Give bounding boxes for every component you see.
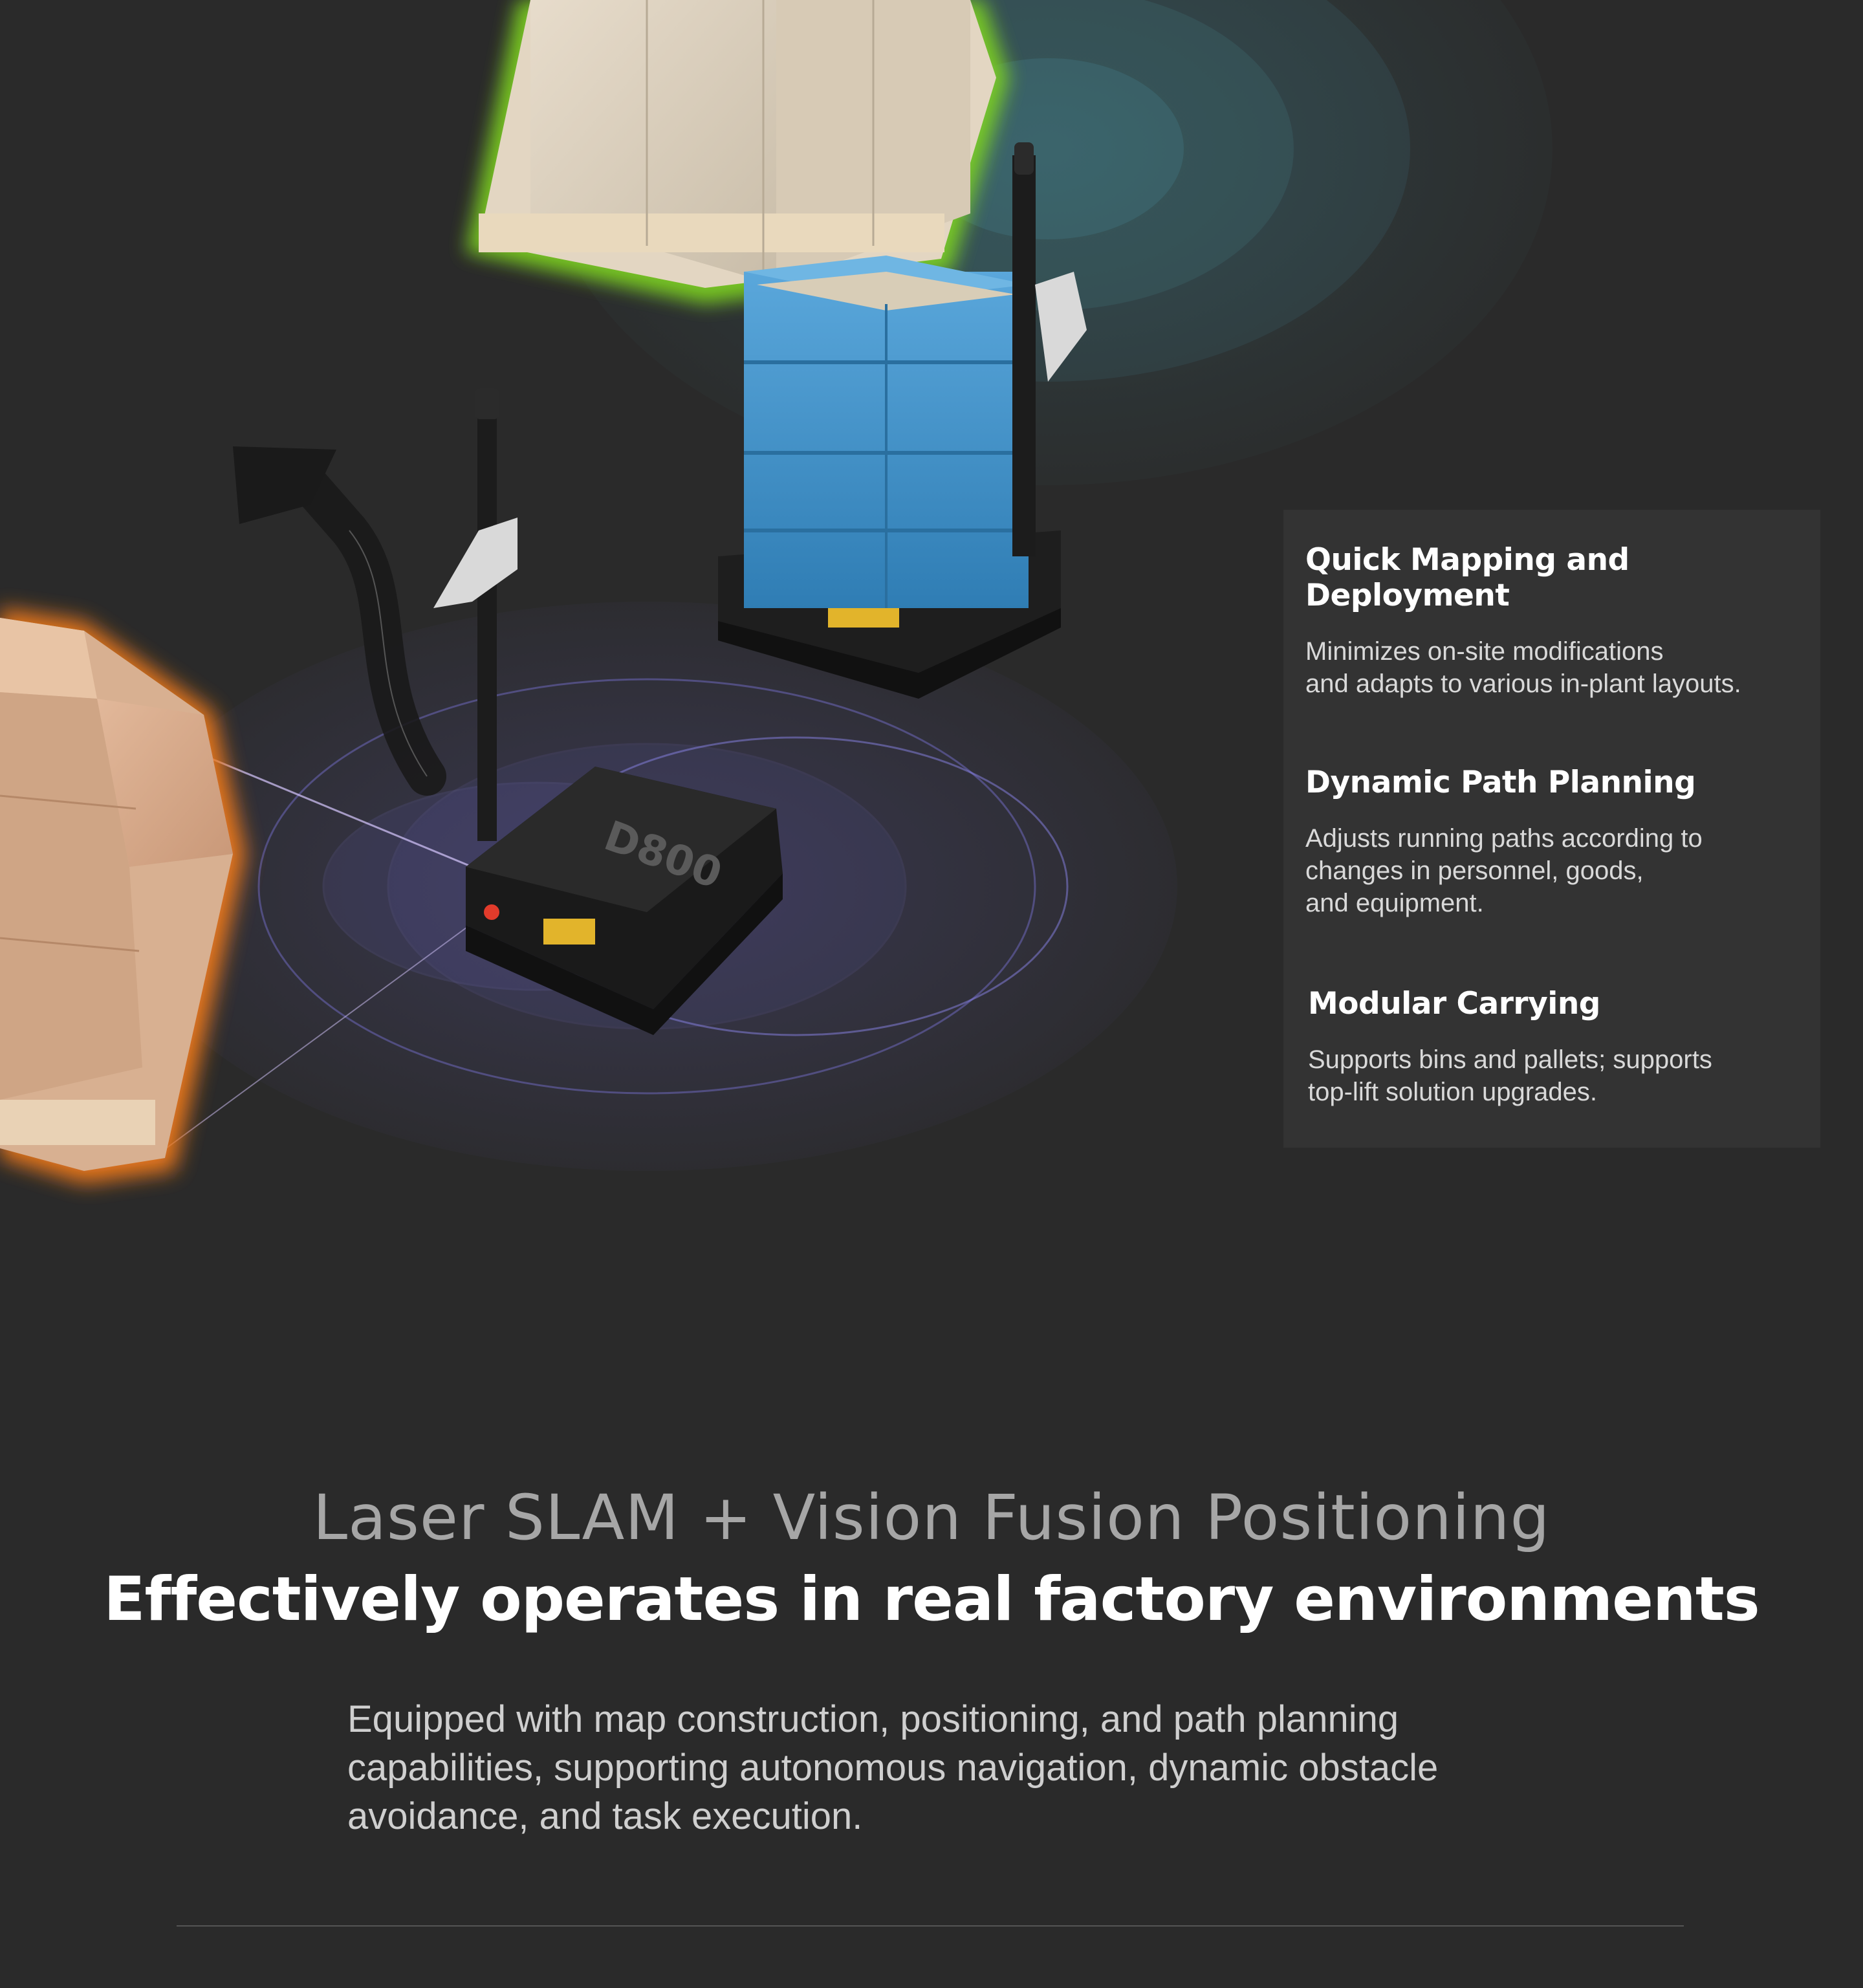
feature-card: Quick Mapping and Deployment Minimizes o… — [1283, 510, 1820, 1148]
feature-quick-mapping: Quick Mapping and Deployment Minimizes o… — [1305, 542, 1810, 700]
feature-modular-carrying: Modular Carrying Supports bins and palle… — [1308, 986, 1813, 1108]
feature-title: Dynamic Path Planning — [1305, 765, 1696, 800]
path-arrow-icon — [233, 446, 446, 796]
feature-description: Minimizes on-site modifications and adap… — [1305, 637, 1741, 698]
hero-illustration: D800 — [0, 0, 1552, 1184]
laser-lines — [161, 756, 479, 1152]
feature-dynamic-path: Dynamic Path Planning Adjusts running pa… — [1305, 765, 1810, 919]
orange-pallet — [0, 608, 246, 1184]
feature-description: Adjusts running paths according to chang… — [1305, 824, 1703, 917]
feature-description: Supports bins and pallets; supports top-… — [1308, 1045, 1712, 1106]
d800-robot: D800 — [433, 388, 783, 1035]
divider — [177, 1925, 1684, 1927]
robot-scene: D800 — [0, 0, 1552, 1184]
feature-title: Quick Mapping and Deployment — [1305, 542, 1629, 613]
bin-carrier-robot — [718, 142, 1087, 699]
section-body: Equipped with map construction, position… — [347, 1698, 1439, 1837]
green-pallet — [466, 0, 1009, 304]
section-subtitle: Laser SLAM + Vision Fusion Positioning — [312, 1481, 1551, 1554]
feature-title: Modular Carrying — [1308, 986, 1600, 1021]
section-title: Effectively operates in real factory env… — [104, 1564, 1760, 1635]
